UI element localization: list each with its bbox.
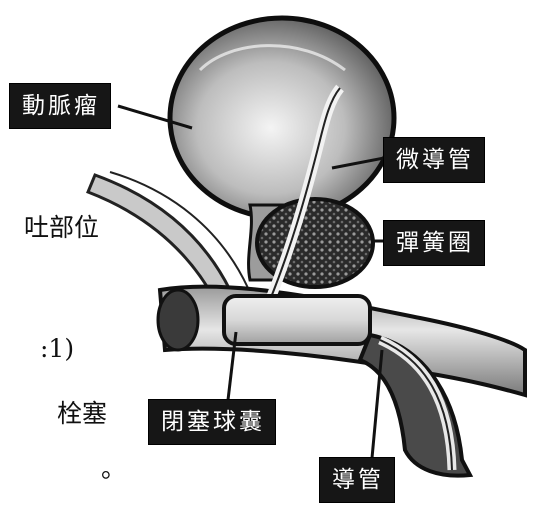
coil-mass [255,197,375,289]
vessel-opening [156,288,200,352]
balloon [222,294,372,346]
background-vessel-edge [109,171,249,289]
label-balloon: 閉塞球囊 [149,400,275,444]
label-catheter: 導管 [320,458,394,502]
pointer-balloon [226,331,238,401]
microcatheter-tube-edge [269,87,341,301]
text-fragment: 吐部位 [24,213,100,242]
text-fragment: :1) [40,334,75,363]
aneurysm-sac [167,15,397,221]
pointer-microcatheter [331,156,385,170]
label-coil: 彈簧圈 [384,221,484,265]
label-microcatheter: 微導管 [384,138,484,182]
text-fragment: 栓塞 [57,399,108,428]
branch-vessel [357,332,474,478]
sac-highlight [198,44,346,72]
pointer-catheter [370,349,384,459]
catheter-tube-edge [379,339,453,471]
label-aneurysm: 動脈瘤 [10,84,110,128]
text-fragment: 。 [101,454,127,483]
pointer-aneurysm [117,104,193,130]
